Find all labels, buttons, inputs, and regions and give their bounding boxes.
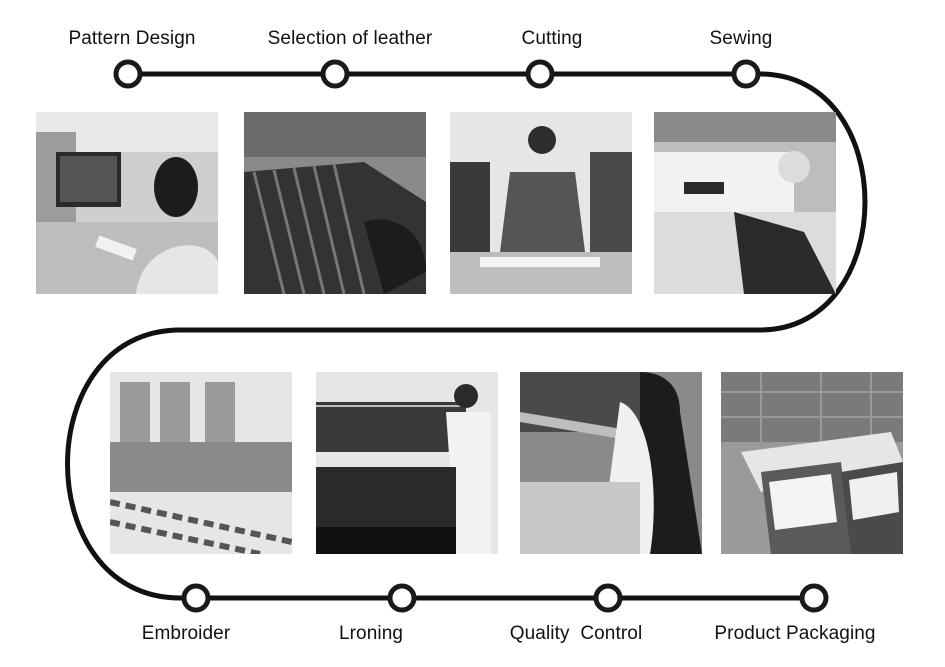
step-label-sewing: Sewing [709, 28, 773, 49]
node-sewing [731, 59, 761, 89]
cutting-table-photo [450, 112, 632, 294]
leather-stack-photo [244, 112, 426, 294]
node-quality-control [593, 583, 623, 613]
sewing-machine-photo [654, 112, 836, 294]
node-product-packaging [799, 583, 829, 613]
ironing-photo [316, 372, 498, 554]
workstation-photo [36, 112, 218, 294]
step-label-quality-control: Quality Control [509, 623, 643, 644]
quality-inspection-photo [520, 372, 702, 554]
step-label-pattern-design: Pattern Design [68, 28, 196, 49]
packaging-boxes-photo [721, 372, 903, 554]
step-label-embroider: Embroider [141, 623, 231, 644]
node-selection-of-leather [320, 59, 350, 89]
step-label-selection-of-leather: Selection of leather [267, 28, 433, 49]
step-label-cutting: Cutting [521, 28, 583, 49]
node-ironing [387, 583, 417, 613]
embroidery-machine-photo [110, 372, 292, 554]
step-label-product-packaging: Product Packaging [714, 623, 876, 644]
node-cutting [525, 59, 555, 89]
node-pattern-design [113, 59, 143, 89]
node-embroider [181, 583, 211, 613]
connector-line [65, 71, 868, 601]
step-label-ironing: Lroning [338, 623, 404, 644]
